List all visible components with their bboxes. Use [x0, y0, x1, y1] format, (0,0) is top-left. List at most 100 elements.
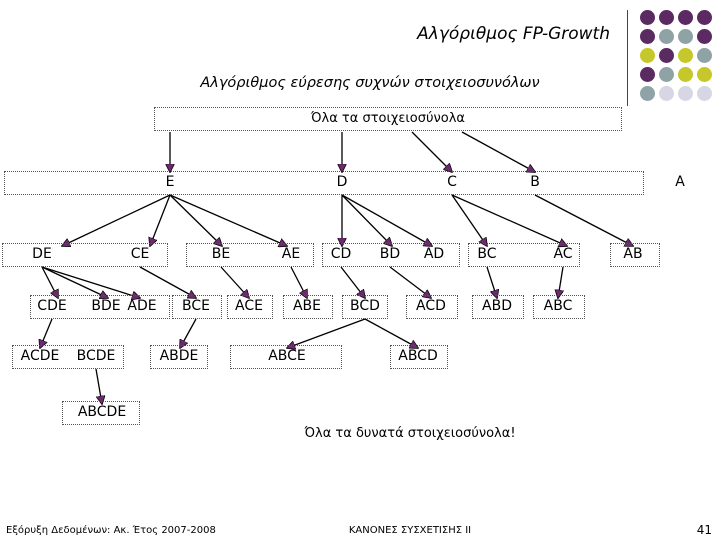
node-CE: CE: [130, 246, 150, 262]
footer-course: Εξόρυξη Δεδομένων: Ακ. Έτος 2007-2008: [6, 525, 216, 536]
decorative-dot: [659, 29, 674, 44]
edge-12: [451, 194, 567, 246]
decorative-dot: [697, 29, 712, 44]
decorative-dot: [697, 86, 712, 101]
root-node-label: Όλα τα στοιχειοσύνολα: [310, 111, 466, 126]
decorative-dot: [678, 29, 693, 44]
node-AD: AD: [423, 246, 445, 262]
decorative-dot: [659, 86, 674, 101]
box-ABDE: [150, 345, 208, 369]
decorative-dot: [697, 48, 712, 63]
edge-24: [40, 318, 53, 348]
decorative-dot: [678, 67, 693, 82]
node-BDE: BDE: [91, 298, 121, 314]
box-BCE: [172, 295, 222, 319]
box-BC-AC: [468, 243, 580, 267]
edge-22: [486, 266, 497, 298]
edge-25: [180, 318, 197, 348]
slide-subtitle: Αλγόριθμος εύρεσης συχνών στοιχειοσυνόλω…: [200, 75, 540, 91]
node-BE: BE: [211, 246, 231, 262]
box-ACDE-BCDE: [12, 345, 124, 369]
edge-27: [287, 318, 366, 348]
node-ADE: ADE: [127, 298, 157, 314]
node-ABDE: ABDE: [159, 348, 199, 364]
node-BCD: BCD: [350, 298, 380, 314]
node-AE: AE: [281, 246, 301, 262]
decorative-dot-grid: [640, 10, 720, 110]
box-BE-AE: [186, 243, 314, 267]
edge-14: [41, 266, 58, 298]
node-BD: BD: [379, 246, 401, 262]
edge-20: [340, 266, 365, 298]
edge-10: [341, 194, 432, 246]
decorative-dot: [697, 10, 712, 25]
edge-4: [62, 194, 171, 246]
edge-2: [411, 131, 452, 172]
node-AC: AC: [553, 246, 573, 262]
node-CDE: CDE: [37, 298, 67, 314]
decorative-dot: [659, 48, 674, 63]
edge-23: [558, 266, 563, 298]
node-BC: BC: [477, 246, 497, 262]
box-ACD: [406, 295, 458, 319]
edge-9: [341, 194, 392, 246]
decorative-dot: [640, 67, 655, 82]
decorative-dot: [659, 10, 674, 25]
node-C: C: [447, 174, 457, 190]
node-ABCDE: ABCDE: [77, 404, 127, 420]
box-ABC: [533, 295, 585, 319]
edge-17: [139, 266, 196, 298]
edge-5: [150, 194, 171, 246]
level1-group-box: [4, 171, 644, 195]
all-itemsets-label: Όλα τα δυνατά στοιχειοσύνολα!: [304, 426, 516, 441]
edge-11: [451, 194, 487, 246]
box-BCD: [342, 295, 388, 319]
decorative-divider: [627, 10, 628, 106]
decorative-dot: [640, 48, 655, 63]
decorative-dot: [640, 29, 655, 44]
edge-6: [169, 194, 222, 246]
node-A: A: [675, 174, 685, 190]
edge-26: [364, 318, 418, 348]
edge-18: [220, 266, 249, 298]
decorative-dot: [678, 86, 693, 101]
node-DE: DE: [32, 246, 52, 262]
box-CD-BD-AD: [322, 243, 460, 267]
node-E: E: [165, 174, 175, 190]
node-ABCE: ABCE: [268, 348, 306, 364]
node-BCDE: BCDE: [76, 348, 116, 364]
edge-16: [41, 266, 140, 298]
node-ACD: ACD: [416, 298, 446, 314]
box-DE-CE: [2, 243, 168, 267]
edge-21: [389, 266, 431, 298]
node-ABCD: ABCD: [398, 348, 438, 364]
box-ACE: [227, 295, 273, 319]
box-CDE-BDE-ADE: [30, 295, 170, 319]
edge-28: [95, 368, 102, 404]
decorative-dot: [640, 86, 655, 101]
node-ABD: ABD: [482, 298, 512, 314]
edge-3: [461, 131, 535, 172]
node-ACE: ACE: [235, 298, 263, 314]
node-ABE: ABE: [292, 298, 322, 314]
edge-15: [41, 266, 108, 298]
edge-19: [290, 266, 307, 298]
node-AB: AB: [623, 246, 643, 262]
edge-13: [534, 194, 633, 246]
root-node-box: [154, 107, 622, 131]
box-ABD: [472, 295, 524, 319]
footer-topic: ΚΑΝΟΝΕΣ ΣΥΣΧΕΤΙΣΗΣ ΙΙ: [348, 525, 472, 536]
slide-title: Αλγόριθμος FP-Growth: [417, 24, 610, 44]
node-ABC: ABC: [543, 298, 573, 314]
decorative-dot: [678, 10, 693, 25]
page-number: 41: [696, 523, 712, 537]
box-ABCE: [230, 345, 342, 369]
node-ACDE: ACDE: [20, 348, 60, 364]
decorative-dot: [659, 67, 674, 82]
decorative-dot: [678, 48, 693, 63]
node-B: B: [530, 174, 540, 190]
node-BCE: BCE: [182, 298, 210, 314]
box-ABE: [283, 295, 333, 319]
node-CD: CD: [330, 246, 352, 262]
